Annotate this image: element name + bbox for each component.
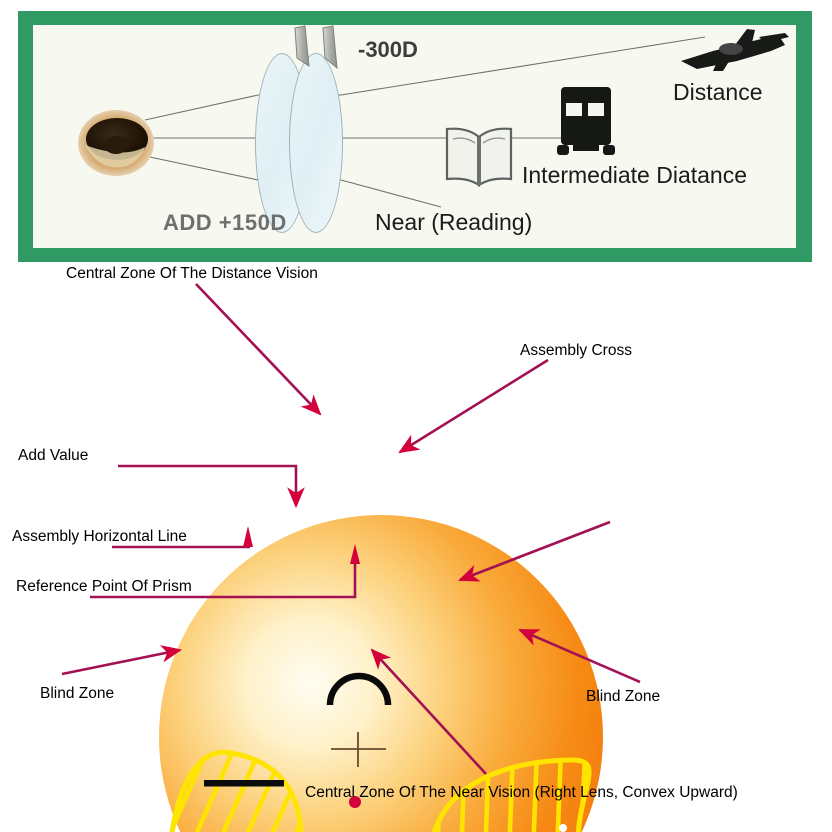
callout-assembly-cross: Assembly Cross: [520, 342, 632, 359]
lens-power-panel: -300D ADD +150D Distance: [18, 11, 812, 262]
white-dot-marker: [559, 824, 567, 832]
arrowhead-assembly-hline: [243, 526, 253, 547]
airplane-icon: [681, 29, 789, 71]
eye-icon: [78, 110, 154, 176]
bus-icon: [557, 87, 615, 155]
near-reading-label: Near (Reading): [375, 209, 533, 235]
intermediate-distance-label: Intermediate Diatance: [522, 162, 748, 188]
lens-power-panel-inner: -300D ADD +150D Distance: [33, 25, 796, 248]
arrowhead-reference-prism: [350, 544, 360, 564]
leader-assembly-cross: [398, 358, 549, 454]
horizontal-bar-marker: [204, 780, 284, 787]
callout-central-distance: Central Zone Of The Distance Vision: [66, 265, 318, 282]
lens-power-label: -300D: [358, 37, 418, 62]
add-power-label: ADD +150D: [163, 210, 287, 235]
lens-zone-diagram: Central Zone Of The Distance Vision Asse…: [0, 262, 832, 832]
callout-blind-zone-right: Blind Zone: [586, 688, 661, 705]
leader-blind-zone-left: [61, 645, 183, 676]
lens-zone-svg: [61, 283, 641, 832]
leader-central-near: [370, 648, 487, 775]
red-dot-marker: [349, 796, 361, 808]
prism-wedge-icon: [294, 25, 338, 70]
leader-central-distance: [195, 283, 322, 416]
leader-add-value: [118, 464, 305, 509]
cross-marker: [331, 732, 386, 767]
callout-assembly-horizontal-line: Assembly Horizontal Line: [12, 528, 187, 545]
callout-add-value: Add Value: [18, 447, 89, 464]
leader-reference-prism: [90, 558, 357, 599]
callout-reference-point-prism: Reference Point Of Prism: [16, 578, 192, 595]
leader-blind-zone-right-upper: [458, 520, 611, 582]
semicircle-arc-marker: [326, 672, 392, 706]
callout-central-near: Central Zone Of The Near Vision (Right L…: [305, 784, 738, 801]
spectacle-lens-icon-back: [289, 53, 343, 233]
lens-body: [159, 515, 603, 832]
open-book-icon: [445, 127, 513, 188]
leader-blind-zone-right: [518, 628, 641, 684]
callout-blind-zone-left: Blind Zone: [40, 685, 115, 702]
distance-label: Distance: [673, 79, 763, 105]
